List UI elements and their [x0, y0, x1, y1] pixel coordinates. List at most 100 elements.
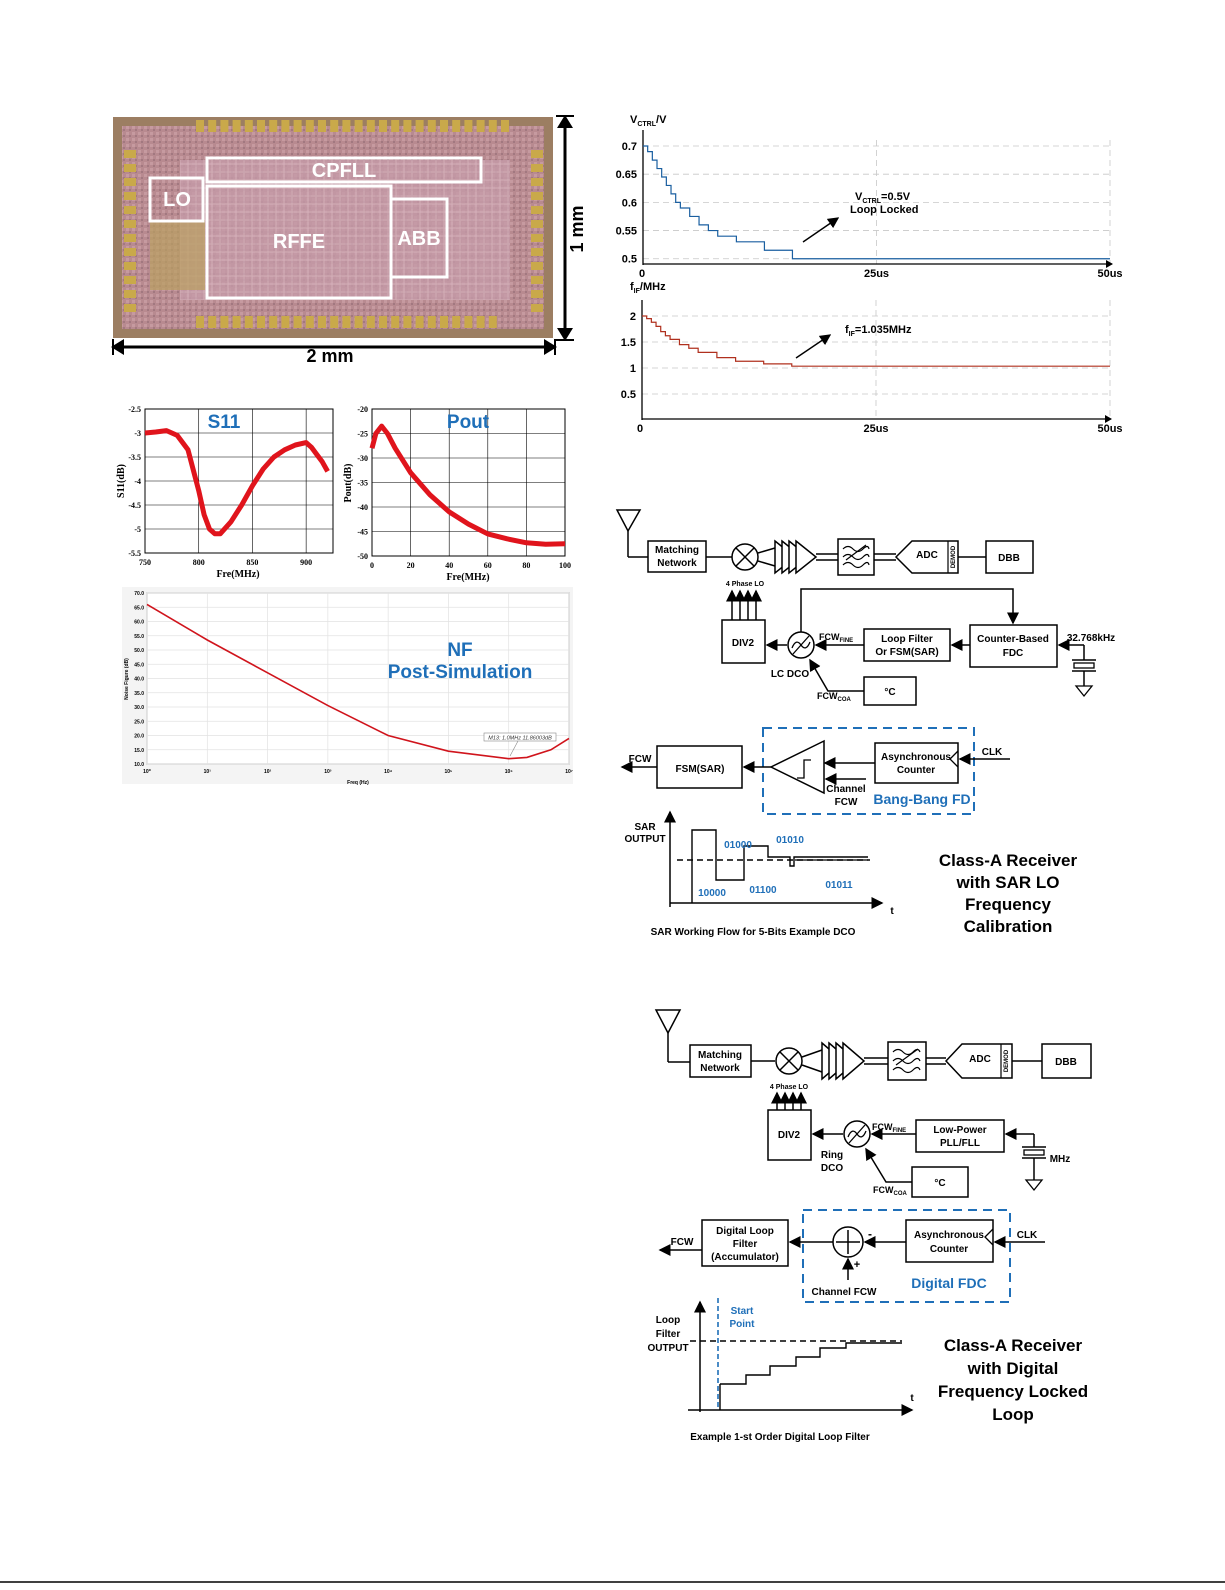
nf-title-line2: Post-Simulation — [388, 662, 533, 683]
y-tick-label: 0.5 — [622, 254, 637, 266]
temp-label: °C — [884, 687, 895, 698]
bond-pads-right — [531, 150, 543, 312]
iq-path-lines — [757, 547, 776, 567]
dbb-block — [985, 540, 1034, 574]
feedback-wire — [800, 588, 1019, 632]
x-tick-label: 50us — [1097, 268, 1122, 280]
fcw-coa-label: FCWCOA — [873, 1185, 908, 1197]
y-tick-label: -3 — [134, 429, 141, 438]
y-tick-label: 40.0 — [134, 677, 144, 683]
x-tick-label: 10² — [264, 769, 272, 775]
y-tick-label: 2 — [630, 311, 636, 323]
lo-arrows — [771, 1091, 807, 1110]
x-tick-label: 900 — [300, 558, 312, 567]
bond-pad — [124, 262, 136, 270]
bangbang-fd-boundary — [762, 727, 975, 815]
vctrl-annotation-line2: Loop Locked — [850, 204, 918, 216]
async-counter-label-1: Asynchronous — [881, 752, 951, 763]
sar-title-line2: with SAR LO — [956, 873, 1060, 892]
x-tick-label: 25us — [863, 423, 888, 435]
x-tick-label: 60 — [484, 561, 492, 570]
vctrl-xaxis-arrow — [1106, 260, 1113, 268]
dfll-title-line3: Frequency Locked — [938, 1382, 1088, 1401]
matching-network-label-2: Network — [657, 558, 697, 569]
matching-network-label-1: Matching — [655, 545, 699, 556]
async-counter-block — [874, 742, 959, 784]
channel-fcw-label: Channel FCW — [812, 1287, 878, 1298]
pout-ylabel: Pout(dB) — [343, 464, 354, 503]
start-point-label-1: Start — [731, 1306, 754, 1317]
nf-xlabel: Freq (Hz) — [347, 780, 369, 786]
lo-outline — [148, 176, 205, 223]
width-label: 2 mm — [306, 346, 353, 366]
y-tick-label: -5 — [134, 525, 141, 534]
bond-pad — [124, 220, 136, 228]
bond-pad — [124, 206, 136, 214]
y-tick-label: 55.0 — [134, 634, 144, 640]
bond-pad — [124, 248, 136, 256]
x-tick-label: 0 — [370, 561, 374, 570]
bond-pad — [531, 178, 543, 186]
width-arrow-right — [544, 339, 557, 355]
bond-pad — [379, 316, 387, 328]
fif-xaxis-arrow — [1105, 415, 1112, 423]
four-phase-lo-label: 4 Phase LO — [726, 581, 765, 588]
div2-label: DIV2 — [732, 638, 755, 649]
s11-curve — [144, 428, 330, 537]
bond-pads-top — [196, 120, 509, 132]
fif-ylabel: fIF/MHz — [630, 281, 666, 295]
summer-plus: + — [854, 1259, 860, 1271]
bond-pad — [257, 316, 265, 328]
vctrl-annotation-arrow — [802, 217, 840, 243]
bond-pad — [476, 120, 485, 132]
amplifier-chain-icon — [821, 1041, 888, 1081]
x-tick-label: 25us — [864, 268, 889, 280]
lf-output-label-1: Loop — [656, 1315, 680, 1326]
x-tick-label: 100 — [559, 561, 571, 570]
matching-network-label-2: Network — [700, 1063, 740, 1074]
dlf-label-2: Filter — [733, 1239, 758, 1250]
x-tick-label: 0 — [637, 423, 643, 435]
abb-outline — [389, 197, 449, 279]
x-tick-label: 10⁷ — [565, 769, 573, 775]
filter-icon — [837, 538, 875, 576]
bond-pad — [354, 120, 363, 132]
bond-pad — [452, 120, 461, 132]
bond-pad — [244, 316, 253, 328]
y-tick-label: 50.0 — [134, 648, 144, 654]
bond-pad — [427, 120, 436, 132]
die-photo: CPFLL LO RFFE ABB 1 mm 2 mm — [111, 115, 587, 366]
code-01010: 01010 — [776, 835, 804, 846]
x-tick-label: 10⁶ — [505, 769, 513, 775]
cpfll-outline — [205, 156, 483, 184]
vctrl-curve — [643, 145, 1110, 260]
crystal-icon — [1072, 645, 1096, 698]
dfll-title-line4: Loop — [992, 1405, 1034, 1424]
bond-pad — [488, 120, 497, 132]
y-tick-label: 1 — [630, 363, 636, 375]
x-tick-label: 80 — [522, 561, 530, 570]
sar-waveform — [691, 829, 868, 903]
loop-filter-label-2: Or FSM(SAR) — [875, 647, 938, 658]
bond-pad — [220, 120, 229, 132]
bond-pad — [281, 316, 290, 328]
start-point-label-2: Point — [730, 1319, 756, 1330]
bond-pad — [531, 206, 543, 214]
sar-title-line4: Calibration — [964, 917, 1053, 936]
y-tick-label: -35 — [357, 479, 368, 488]
async-counter-label-2: Counter — [897, 765, 935, 776]
div2-block — [767, 1109, 812, 1161]
height-label: 1 mm — [567, 205, 587, 252]
bond-pad — [531, 276, 543, 284]
antenna-icon — [654, 1009, 690, 1063]
s11-ylabel: S11(dB) — [116, 464, 127, 498]
nf-marker-box — [483, 732, 557, 742]
loop-filter-block — [863, 628, 951, 662]
bond-pad — [476, 316, 485, 328]
bond-pad — [257, 120, 265, 132]
y-tick-label: 0.5 — [621, 389, 636, 401]
bond-pad — [391, 120, 400, 132]
bond-pad — [124, 290, 136, 298]
